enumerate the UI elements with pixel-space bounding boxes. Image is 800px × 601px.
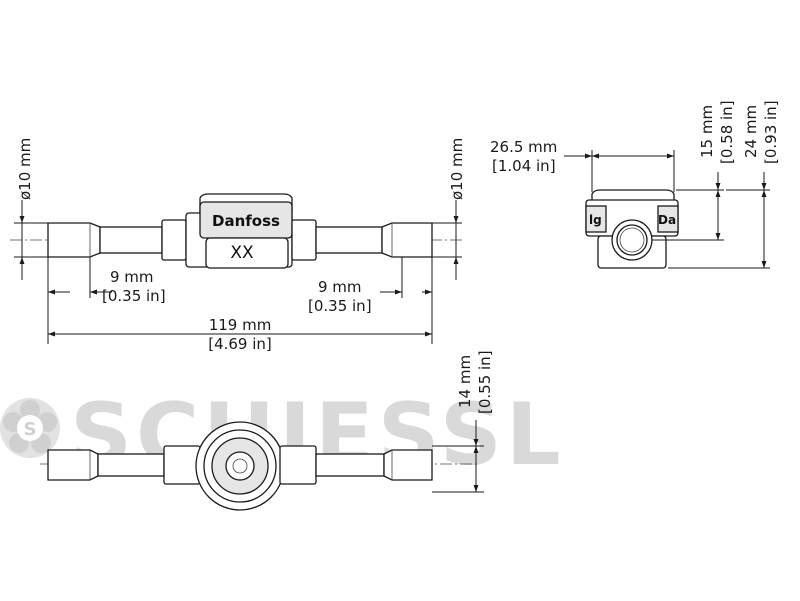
schiessl-logo-icon: S — [0, 398, 60, 458]
front-view: Danfoss XX ø10 mm ø10 mm 9 mm [0.35 in] — [10, 138, 466, 353]
axis-height-mm: 15 mm — [698, 105, 716, 158]
side-view: lg Da 26.5 mm [1.04 in] 15 mm [0.58 in] … — [490, 100, 780, 269]
body-width-inch: [1.04 in] — [492, 157, 556, 175]
top-view: 14 mm [0.55 in] — [40, 350, 494, 511]
insert-right-mm: 9 mm — [318, 278, 362, 296]
svg-text:lg: lg — [589, 213, 602, 227]
total-height-mm: 24 mm — [742, 105, 760, 158]
overall-length-mm: 119 mm — [209, 316, 272, 334]
insert-left-mm: 9 mm — [110, 268, 154, 286]
overall-length-inch: [4.69 in] — [208, 335, 272, 353]
body-width-mm: 26.5 mm — [490, 138, 557, 156]
total-height-inch: [0.93 in] — [762, 100, 780, 164]
pipe-od-left-label: ø10 mm — [16, 138, 34, 200]
marking-label: XX — [230, 243, 254, 263]
brand-label: Danfoss — [212, 212, 280, 230]
svg-text:Da: Da — [658, 213, 676, 227]
insert-right-inch: [0.35 in] — [308, 297, 372, 315]
window-depth-inch: [0.55 in] — [476, 350, 494, 414]
watermark: S SCHIESSL — [0, 385, 561, 485]
svg-text:S: S — [24, 419, 37, 440]
window-depth-mm: 14 mm — [456, 355, 474, 408]
pipe-od-right-label: ø10 mm — [448, 138, 466, 200]
axis-height-inch: [0.58 in] — [718, 100, 736, 164]
insert-left-inch: [0.35 in] — [102, 287, 166, 305]
